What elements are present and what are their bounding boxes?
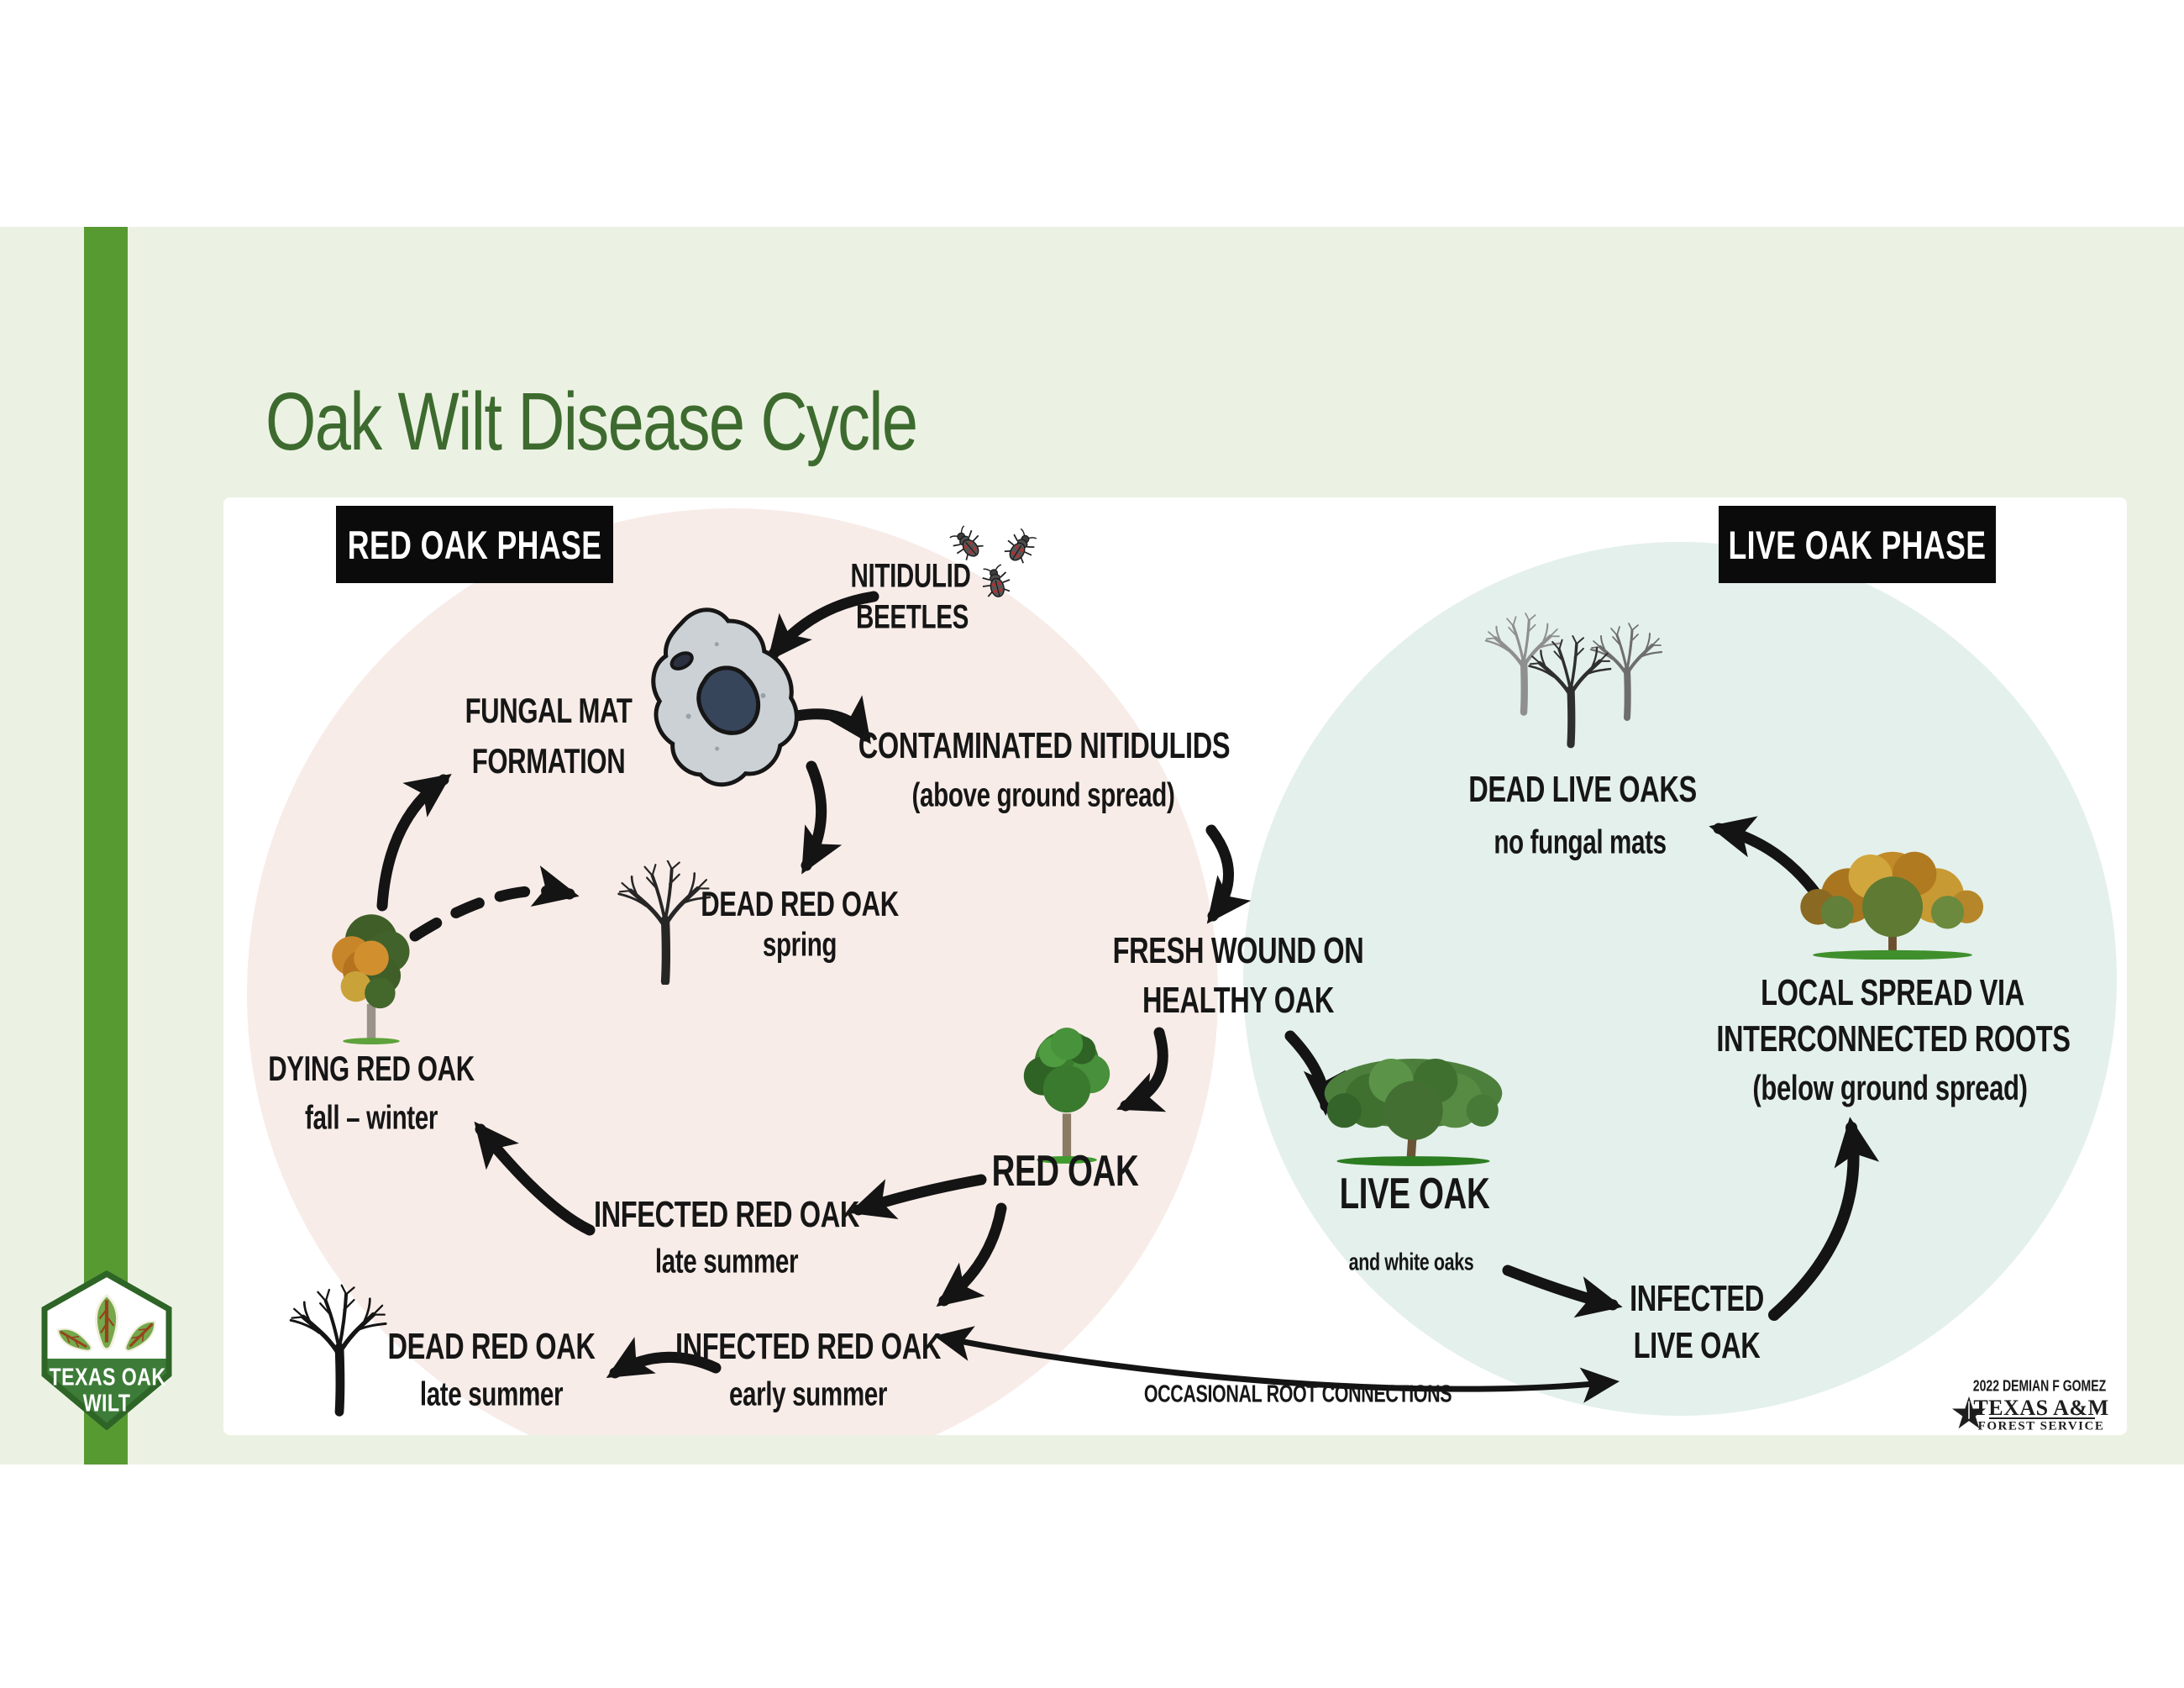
label-fungal-mat-line1: FUNGAL MAT: [465, 691, 633, 730]
label-fresh-wound-line2: HEALTHY OAK: [1142, 980, 1335, 1021]
label-dead-red-oak-spring-line1: DEAD RED OAK: [701, 884, 899, 923]
label-infected-red-oak-early-line2: early summer: [728, 1375, 888, 1413]
label-infected-red-oak-early-line1: INFECTED RED OAK: [675, 1326, 942, 1367]
label-live-oak-line1: LIVE OAK: [1339, 1170, 1490, 1218]
label-occasional-root-connections: OCCASIONAL ROOT CONNECTIONS: [1143, 1380, 1452, 1408]
page-title: Oak Wilt Disease Cycle: [265, 376, 918, 467]
credit-org-line1: TEXAS A&M: [1973, 1396, 2109, 1420]
label-dead-red-oak-late-line1: DEAD RED OAK: [387, 1326, 596, 1367]
label-dead-live-oaks-line1: DEAD LIVE OAKS: [1468, 769, 1697, 810]
label-contaminated-line1: CONTAMINATED NITIDULIDS: [858, 725, 1231, 766]
red-oak-phase-label: RED OAK PHASE: [347, 522, 602, 567]
badge-text-line2: WILT: [82, 1390, 131, 1417]
label-local-spread-line2: INTERCONNECTED ROOTS: [1716, 1018, 2071, 1060]
label-nitidulid-beetles-line1: NITIDULID: [850, 557, 971, 595]
label-local-spread-line3: (below ground spread): [1752, 1068, 2028, 1107]
green-accent-stripe: [84, 227, 128, 1465]
label-fresh-wound-line1: FRESH WOUND ON: [1112, 930, 1364, 971]
label-dying-red-oak-line1: DYING RED OAK: [268, 1049, 475, 1088]
label-dying-red-oak-line2: fall – winter: [304, 1099, 438, 1137]
label-infected-live-oak-line1: INFECTED: [1630, 1278, 1764, 1319]
red-oak-phase-header: RED OAK PHASE: [336, 506, 613, 583]
diagram-panel: [223, 497, 2127, 1435]
label-live-oak-line2: and white oaks: [1348, 1249, 1474, 1276]
label-infected-red-oak-late-line1: INFECTED RED OAK: [593, 1194, 860, 1235]
label-infected-red-oak-late-line2: late summer: [654, 1243, 799, 1280]
label-fungal-mat-line2: FORMATION: [471, 741, 626, 781]
label-dead-red-oak-spring-line2: spring: [762, 926, 837, 964]
label-red-oak: RED OAK: [991, 1147, 1139, 1196]
live-oak-phase-label: LIVE OAK PHASE: [1728, 522, 1987, 567]
credit-divider: [1989, 1417, 2095, 1419]
label-contaminated-line2: (above ground spread): [911, 776, 1175, 814]
label-dead-live-oaks-line2: no fungal mats: [1494, 823, 1667, 861]
credit-author: 2022 DEMIAN F GOMEZ: [1972, 1377, 2107, 1395]
label-nitidulid-beetles-line2: BEETLES: [856, 598, 969, 636]
credit-org-line2: FOREST SERVICE: [1977, 1419, 2105, 1433]
label-infected-live-oak-line2: LIVE OAK: [1633, 1325, 1761, 1366]
label-dead-red-oak-late-line2: late summer: [419, 1375, 564, 1413]
label-local-spread-line1: LOCAL SPREAD VIA: [1761, 972, 2024, 1013]
live-oak-phase-header: LIVE OAK PHASE: [1719, 506, 1996, 583]
live-oak-phase-region: [1243, 542, 2117, 1416]
badge-text-line1: TEXAS OAK: [49, 1364, 166, 1391]
red-oak-phase-region: [247, 508, 1218, 1435]
